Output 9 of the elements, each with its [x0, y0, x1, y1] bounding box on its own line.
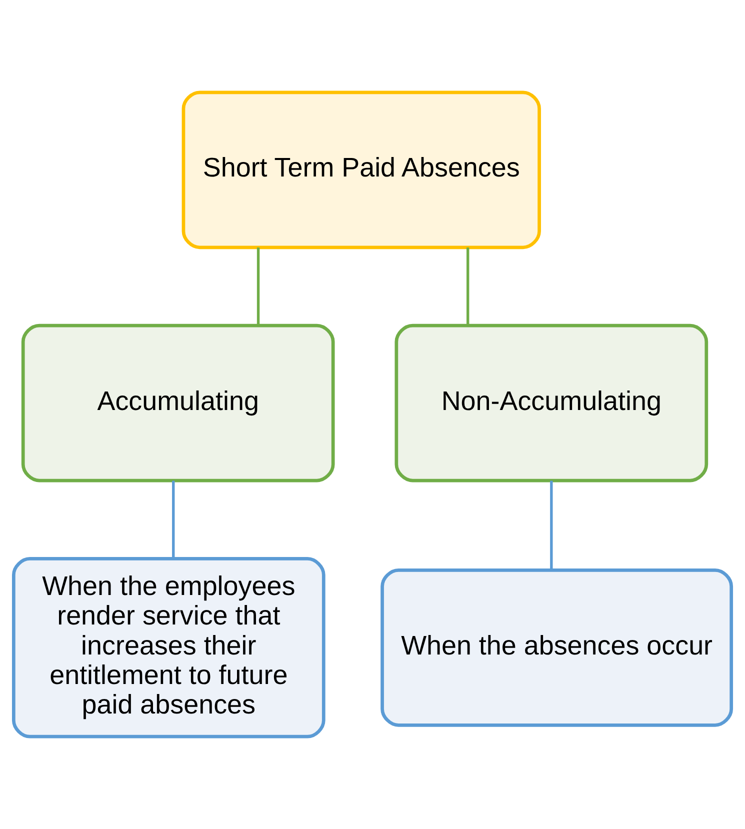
connector	[466, 248, 470, 326]
node-box: When the absences occur	[380, 568, 734, 727]
node-box: Accumulating	[21, 324, 335, 482]
node-box: Non-Accumulating	[394, 324, 708, 482]
node-box: When the employees render service that increases their entitlement to future paid absences	[12, 557, 326, 738]
node-box: Short Term Paid Absences	[182, 90, 541, 250]
connector	[256, 248, 260, 326]
connector	[550, 480, 553, 570]
connector	[172, 480, 175, 559]
